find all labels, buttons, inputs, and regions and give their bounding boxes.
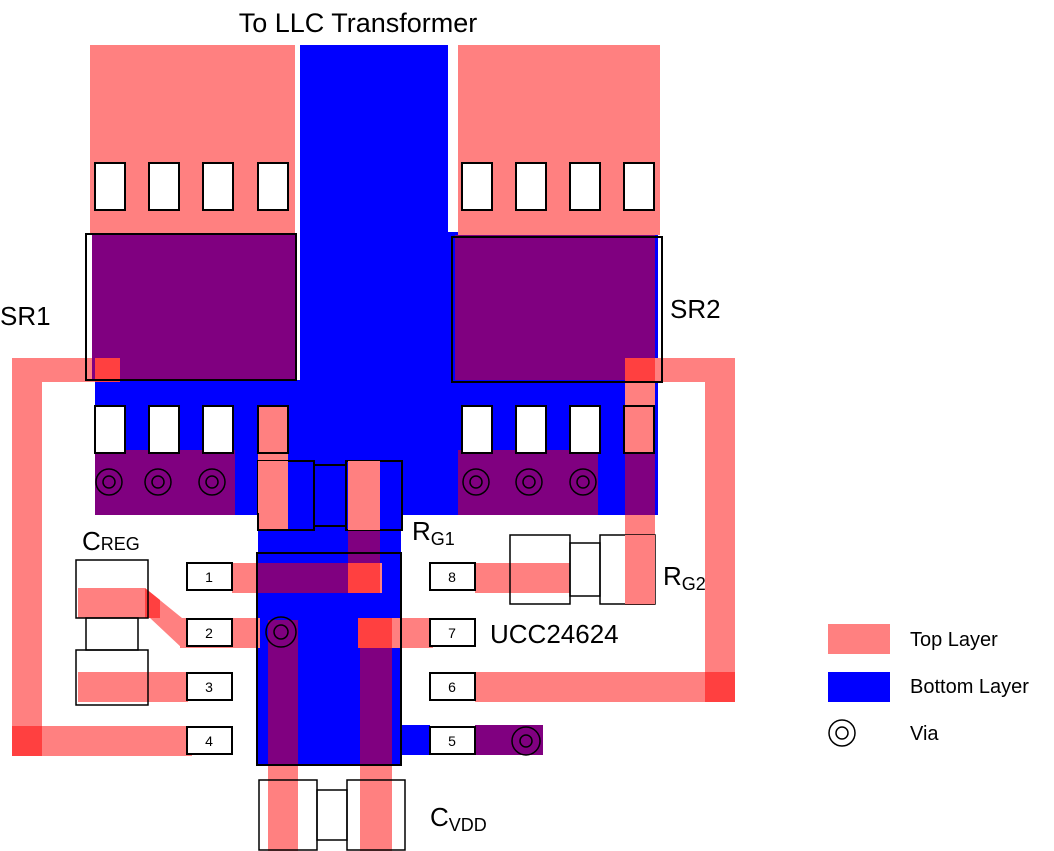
pin-8-label: 8: [448, 569, 456, 585]
sr2-label: SR2: [670, 294, 721, 324]
sr1-package-outline: [85, 233, 297, 381]
creg-capacitor: [75, 559, 149, 706]
ic-pins: 1 2 3 4 5 6 7 8: [186, 562, 476, 755]
sr2-package-outline: [451, 236, 663, 383]
pin-1-label: 1: [205, 569, 213, 585]
overlap-regions: [92, 235, 655, 765]
legend-via-label: Via: [910, 723, 939, 745]
pin-4-label: 4: [205, 733, 213, 749]
pin-5-label: 5: [448, 733, 456, 749]
cvdd-capacitor: [258, 779, 406, 851]
creg-label: CREG: [82, 526, 140, 556]
pin-3-label: 3: [205, 679, 213, 695]
diagram-title: To LLC Transformer: [239, 8, 478, 38]
legend-top-layer-label: Top Layer: [910, 629, 998, 651]
pin-6-label: 6: [448, 679, 456, 695]
legend-bottom-layer-swatch: [828, 672, 890, 702]
legend-top-layer-swatch: [828, 624, 890, 654]
ic-label: UCC24624: [490, 619, 619, 649]
sr1-label: SR1: [0, 301, 51, 331]
rg2-resistor: [509, 534, 656, 605]
pin-2-label: 2: [205, 625, 213, 641]
rg1-label: RG1: [412, 516, 455, 549]
sr-top-pads: [94, 162, 655, 211]
ic-outline: [256, 552, 402, 766]
legend: Top Layer Bottom Layer Via: [828, 624, 1029, 747]
rg2-label: RG2: [663, 561, 706, 594]
rg1-resistor: [257, 460, 403, 531]
junctions: [12, 358, 735, 756]
legend-bottom-layer-label: Bottom Layer: [910, 676, 1029, 698]
via-icons: [95, 468, 597, 756]
sr-bottom-pads: [94, 405, 655, 454]
legend-via-icon: [828, 719, 856, 747]
pin-7-label: 7: [448, 625, 456, 641]
cvdd-label: CVDD: [430, 802, 487, 835]
